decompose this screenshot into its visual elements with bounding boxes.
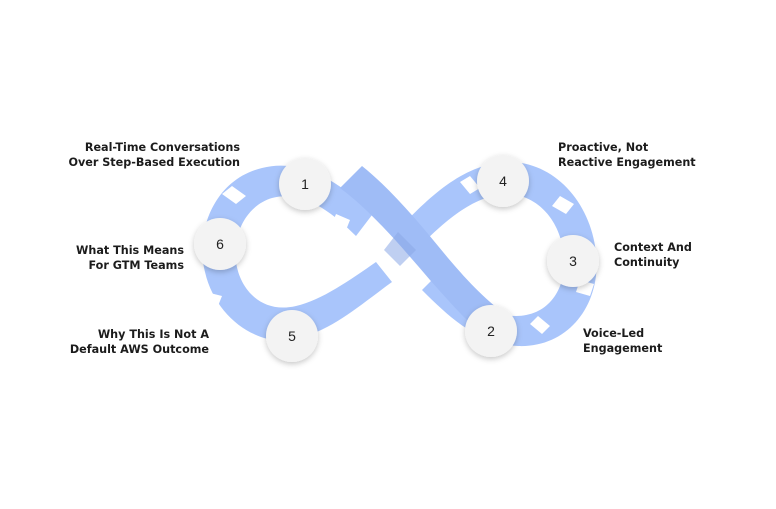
node-1-number: 1 [301, 176, 309, 192]
segment-notches [204, 176, 594, 334]
left-loop-band [202, 165, 392, 341]
node-4[interactable]: 4 [477, 155, 529, 207]
node-5-number: 5 [288, 328, 296, 344]
node-6[interactable]: 6 [194, 218, 246, 270]
node-3-label-line1: Context And [614, 241, 692, 254]
node-1-label: Real-Time Conversations Over Step-Based … [68, 140, 240, 170]
node-5-label-line1: Why This Is Not A [97, 328, 209, 341]
node-2-circle [465, 305, 517, 357]
node-3-number: 3 [569, 253, 577, 269]
node-2-number: 2 [487, 323, 495, 339]
node-3[interactable]: 3 [547, 235, 599, 287]
node-4-label-line1: Proactive, Not [558, 141, 649, 154]
node-6-number: 6 [216, 236, 224, 252]
node-5[interactable]: 5 [266, 310, 318, 362]
node-1-label-line1: Real-Time Conversations [84, 141, 240, 154]
node-2-label: Voice-Led Engagement [583, 326, 662, 356]
node-2-label-line2: Engagement [583, 342, 663, 355]
node-3-label-line2: Continuity [614, 256, 680, 269]
node-6-label-line1: What This Means [76, 244, 184, 257]
crossing-shadow [384, 232, 416, 266]
node-1[interactable]: 1 [279, 158, 331, 210]
node-3-circle [547, 235, 599, 287]
node-6-label-line2: For GTM Teams [88, 259, 184, 272]
node-6-circle [194, 218, 246, 270]
node-4-label-line2: Reactive Engagement [558, 156, 696, 169]
crossing-band [340, 166, 508, 338]
node-4-label: Proactive, Not Reactive Engagement [558, 140, 696, 170]
node-5-circle [266, 310, 318, 362]
node-1-label-line2: Over Step-Based Execution [68, 156, 240, 169]
node-6-label: What This Means For GTM Teams [76, 243, 184, 273]
node-2-label-line1: Voice-Led [583, 327, 645, 340]
node-5-label-line2: Default AWS Outcome [69, 343, 209, 356]
node-4-number: 4 [499, 173, 507, 189]
node-2[interactable]: 2 [465, 305, 517, 357]
node-1-circle [279, 158, 331, 210]
right-loop-band [398, 161, 597, 347]
node-3-label: Context And Continuity [614, 240, 692, 270]
node-5-label: Why This Is Not A Default AWS Outcome [70, 327, 209, 357]
node-4-circle [477, 155, 529, 207]
